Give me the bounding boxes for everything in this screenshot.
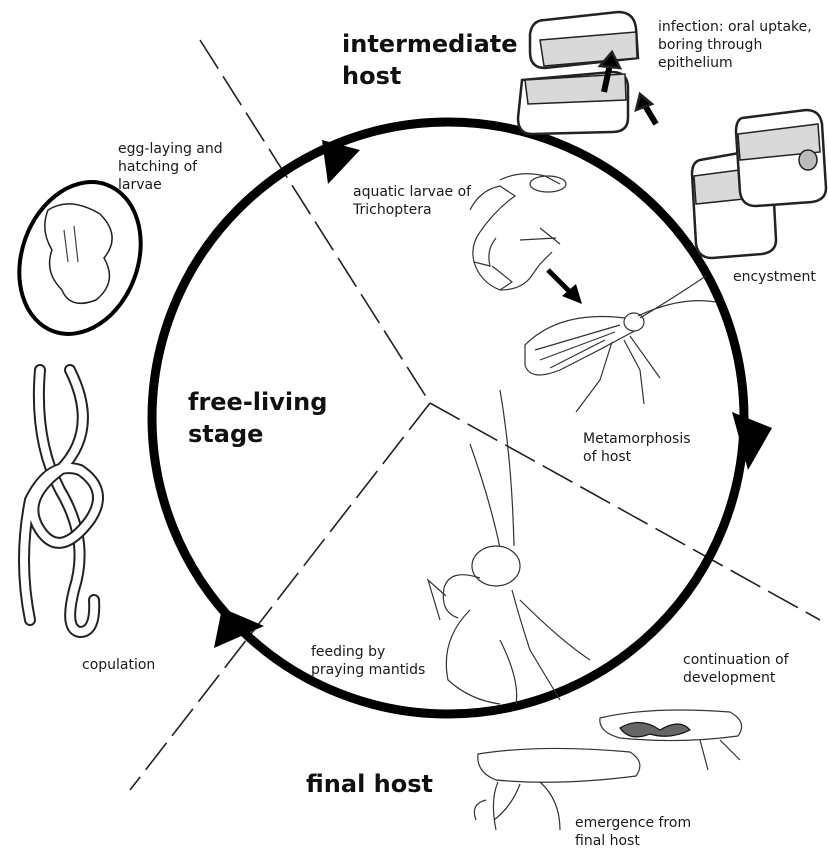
adult-caddisfly-icon: [525, 276, 716, 412]
label-infection: infection: oral uptake, boring through e…: [658, 18, 812, 72]
label-encystment: encystment: [733, 268, 816, 286]
label-continuation: continuation of development: [683, 651, 789, 687]
gut-epithelium-infection-icon: [518, 12, 656, 134]
label-copulation: copulation: [82, 656, 155, 674]
divider-line-left: [130, 403, 430, 790]
label-feeding: feeding by praying mantids: [311, 643, 425, 679]
cycle-arrowhead-top: [322, 140, 360, 184]
copulating-worms-icon: [24, 370, 98, 632]
label-metamorphosis: Metamorphosis of host: [583, 430, 691, 466]
section-title-intermediate-host: intermediate host: [342, 28, 518, 92]
larva-to-adult-arrow: [548, 270, 572, 294]
encystment-tissue-icon: [692, 110, 826, 258]
label-egg-laying: egg-laying and hatching of larvae: [118, 140, 223, 194]
divider-line-top: [200, 40, 430, 403]
section-title-final-host: final host: [306, 768, 433, 800]
label-aquatic-larvae: aquatic larvae of Trichoptera: [353, 183, 471, 219]
praying-mantis-icon: [428, 390, 590, 704]
label-emergence: emergence from final host: [575, 814, 691, 850]
section-title-free-living-stage: free-living stage: [188, 386, 327, 450]
